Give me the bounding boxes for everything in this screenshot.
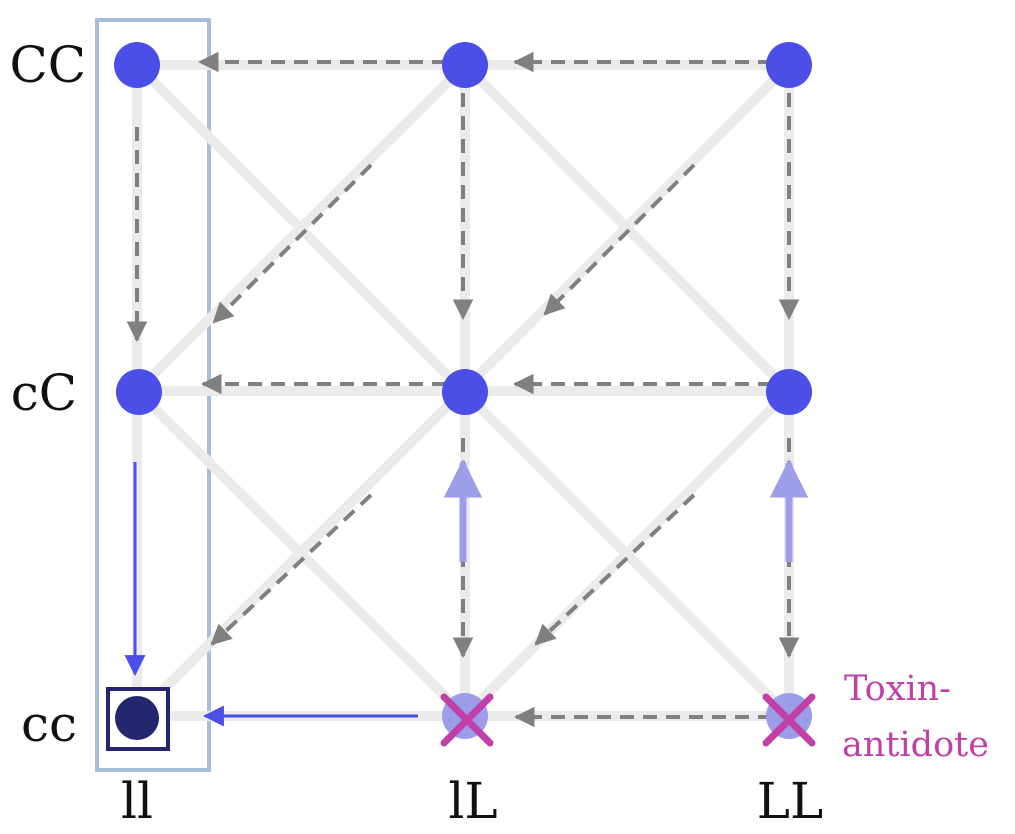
node-LL-cC <box>766 369 812 415</box>
node-lL-CC <box>442 42 488 88</box>
node-LL-CC <box>766 42 812 88</box>
light-arrows <box>443 459 809 562</box>
col-label-LL: LL <box>757 772 823 830</box>
edge-diag-4 <box>460 60 794 396</box>
row-label-cC: cC <box>11 364 77 422</box>
lethal-crosses <box>440 693 816 747</box>
node-ll-cc <box>115 696 159 740</box>
dashed-arrow-diag-upper-left <box>212 163 373 324</box>
x-cross-icon <box>440 693 494 747</box>
col-label-lL: lL <box>448 772 497 830</box>
row-label-cc: cc <box>21 695 77 753</box>
col-label-ll: ll <box>121 772 153 830</box>
dashed-arrow-diag-upper-right <box>543 163 696 316</box>
dashed-arrow-diag-lower-right <box>534 493 696 646</box>
edge-diag-6 <box>460 386 794 721</box>
x-cross-icon <box>762 693 816 747</box>
annotation-line-1: Toxin- <box>844 669 951 709</box>
annotation-line-2: antidote <box>842 725 989 765</box>
node-lL-cC <box>442 369 488 415</box>
row-label-CC: CC <box>9 36 86 94</box>
node-ll-CC <box>114 42 160 88</box>
node-ll-cC <box>116 369 162 415</box>
edge-diag-3 <box>132 60 470 396</box>
blue-arrows <box>124 462 418 727</box>
dashed-arrow-diag-lower-left <box>210 493 373 646</box>
edge-diag-5 <box>132 386 470 721</box>
